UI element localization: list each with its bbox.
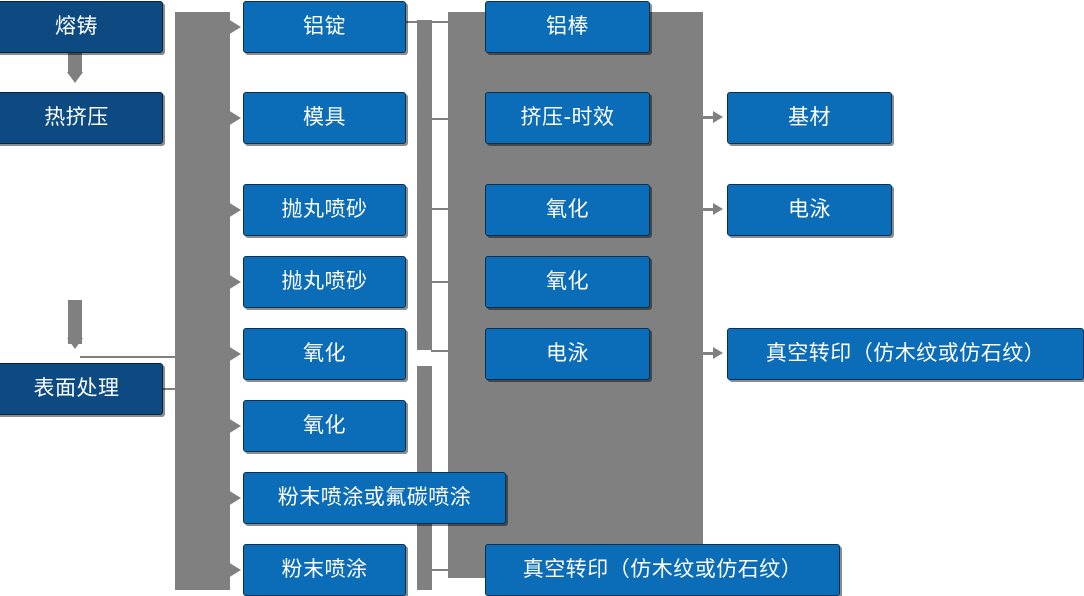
stage-label-surface-treatment: 表面处理 <box>33 376 120 401</box>
input-label-oxidation-1: 氧化 <box>303 341 346 366</box>
input-box-powder-or-fluorocarbon-coating[interactable]: 粉末喷涂或氟碳喷涂 <box>243 472 506 524</box>
spine-rung-2 <box>431 118 461 120</box>
out-arrow-shaft-2 <box>703 208 715 211</box>
fan-connector-body <box>175 12 230 590</box>
process-label-oxidation-2: 氧化 <box>546 269 589 294</box>
fan-arrow-2 <box>228 110 241 126</box>
out-arrow-shaft-3 <box>703 352 715 355</box>
input-label-powder-or-fluorocarbon-coating: 粉末喷涂或氟碳喷涂 <box>277 485 472 510</box>
stage-label-melting: 熔铸 <box>55 14 98 39</box>
process-label-aluminum-bar: 铝棒 <box>546 14 589 39</box>
spine-rung-3 <box>431 208 461 210</box>
spine-rung-0 <box>406 21 422 23</box>
connector-extrude-to-surface-shaft <box>68 300 82 344</box>
stage-label-hot-extrusion: 热挤压 <box>44 105 109 130</box>
out-arrow-3 <box>713 347 723 359</box>
spine-rung-6 <box>431 569 461 571</box>
process-box-extrusion-aging[interactable]: 挤压-时效 <box>485 92 650 144</box>
input-box-shot-blasting-1[interactable]: 抛丸喷砂 <box>243 184 406 236</box>
connector-extrude-to-surface-arrow <box>67 338 83 349</box>
input-box-oxidation-1[interactable]: 氧化 <box>243 328 406 380</box>
output-label-substrate: 基材 <box>788 105 831 130</box>
output-box-electrophoresis[interactable]: 电泳 <box>727 184 892 236</box>
process-label-extrusion-aging: 挤压-时效 <box>520 105 615 130</box>
input-label-shot-blasting-1: 抛丸喷砂 <box>281 197 368 222</box>
process-label-oxidation-1: 氧化 <box>546 197 589 222</box>
input-label-powder-coating: 粉末喷涂 <box>281 557 368 582</box>
stage-box-surface-treatment[interactable]: 表面处理 <box>0 363 163 415</box>
process-label-vacuum-transfer-printing: 真空转印（仿木纹或仿石纹） <box>522 557 803 582</box>
input-label-oxidation-2: 氧化 <box>303 413 346 438</box>
connector-surface-to-fan <box>163 388 187 390</box>
fan-arrow-4 <box>228 274 241 290</box>
output-label-vacuum-transfer-printing: 真空转印（仿木纹或仿石纹） <box>765 341 1046 366</box>
process-box-oxidation-1[interactable]: 氧化 <box>485 184 650 236</box>
fan-arrow-6 <box>228 418 241 434</box>
fan-arrow-8 <box>228 562 241 578</box>
connector-surface-top-rail <box>80 356 190 358</box>
process-box-oxidation-2[interactable]: 氧化 <box>485 256 650 308</box>
input-label-mold: 模具 <box>303 105 346 130</box>
input-box-mold[interactable]: 模具 <box>243 92 406 144</box>
stage-box-hot-extrusion[interactable]: 热挤压 <box>0 92 163 144</box>
fan-arrow-1 <box>228 19 241 35</box>
spine-rung-4 <box>431 281 461 283</box>
out-arrow-shaft-1 <box>703 116 715 119</box>
input-box-aluminum-ingot[interactable]: 铝锭 <box>243 1 406 53</box>
spine-rung-5 <box>431 350 461 352</box>
input-box-oxidation-2[interactable]: 氧化 <box>243 400 406 452</box>
output-box-substrate[interactable]: 基材 <box>727 92 892 144</box>
connector-melt-to-extrude-arrow <box>67 72 83 83</box>
process-box-vacuum-transfer-printing[interactable]: 真空转印（仿木纹或仿石纹） <box>485 544 840 596</box>
out-arrow-2 <box>713 203 723 215</box>
spine-rung-1 <box>431 21 461 23</box>
spine-bar-upper <box>417 20 432 350</box>
input-box-powder-coating[interactable]: 粉末喷涂 <box>243 544 406 596</box>
fan-arrow-7 <box>228 490 241 506</box>
stage-box-melting[interactable]: 熔铸 <box>0 1 163 53</box>
process-label-electrophoresis: 电泳 <box>546 341 589 366</box>
fan-arrow-3 <box>228 202 241 218</box>
fan-arrow-5 <box>228 346 241 362</box>
out-arrow-1 <box>713 111 723 123</box>
input-box-shot-blasting-2[interactable]: 抛丸喷砂 <box>243 256 406 308</box>
output-box-vacuum-transfer-printing[interactable]: 真空转印（仿木纹或仿石纹） <box>727 328 1084 380</box>
process-box-electrophoresis[interactable]: 电泳 <box>485 328 650 380</box>
connector-melt-to-extrude-shaft <box>68 52 82 74</box>
process-box-aluminum-bar[interactable]: 铝棒 <box>485 1 650 53</box>
input-label-aluminum-ingot: 铝锭 <box>303 14 346 39</box>
output-label-electrophoresis: 电泳 <box>788 197 831 222</box>
input-label-shot-blasting-2: 抛丸喷砂 <box>281 269 368 294</box>
